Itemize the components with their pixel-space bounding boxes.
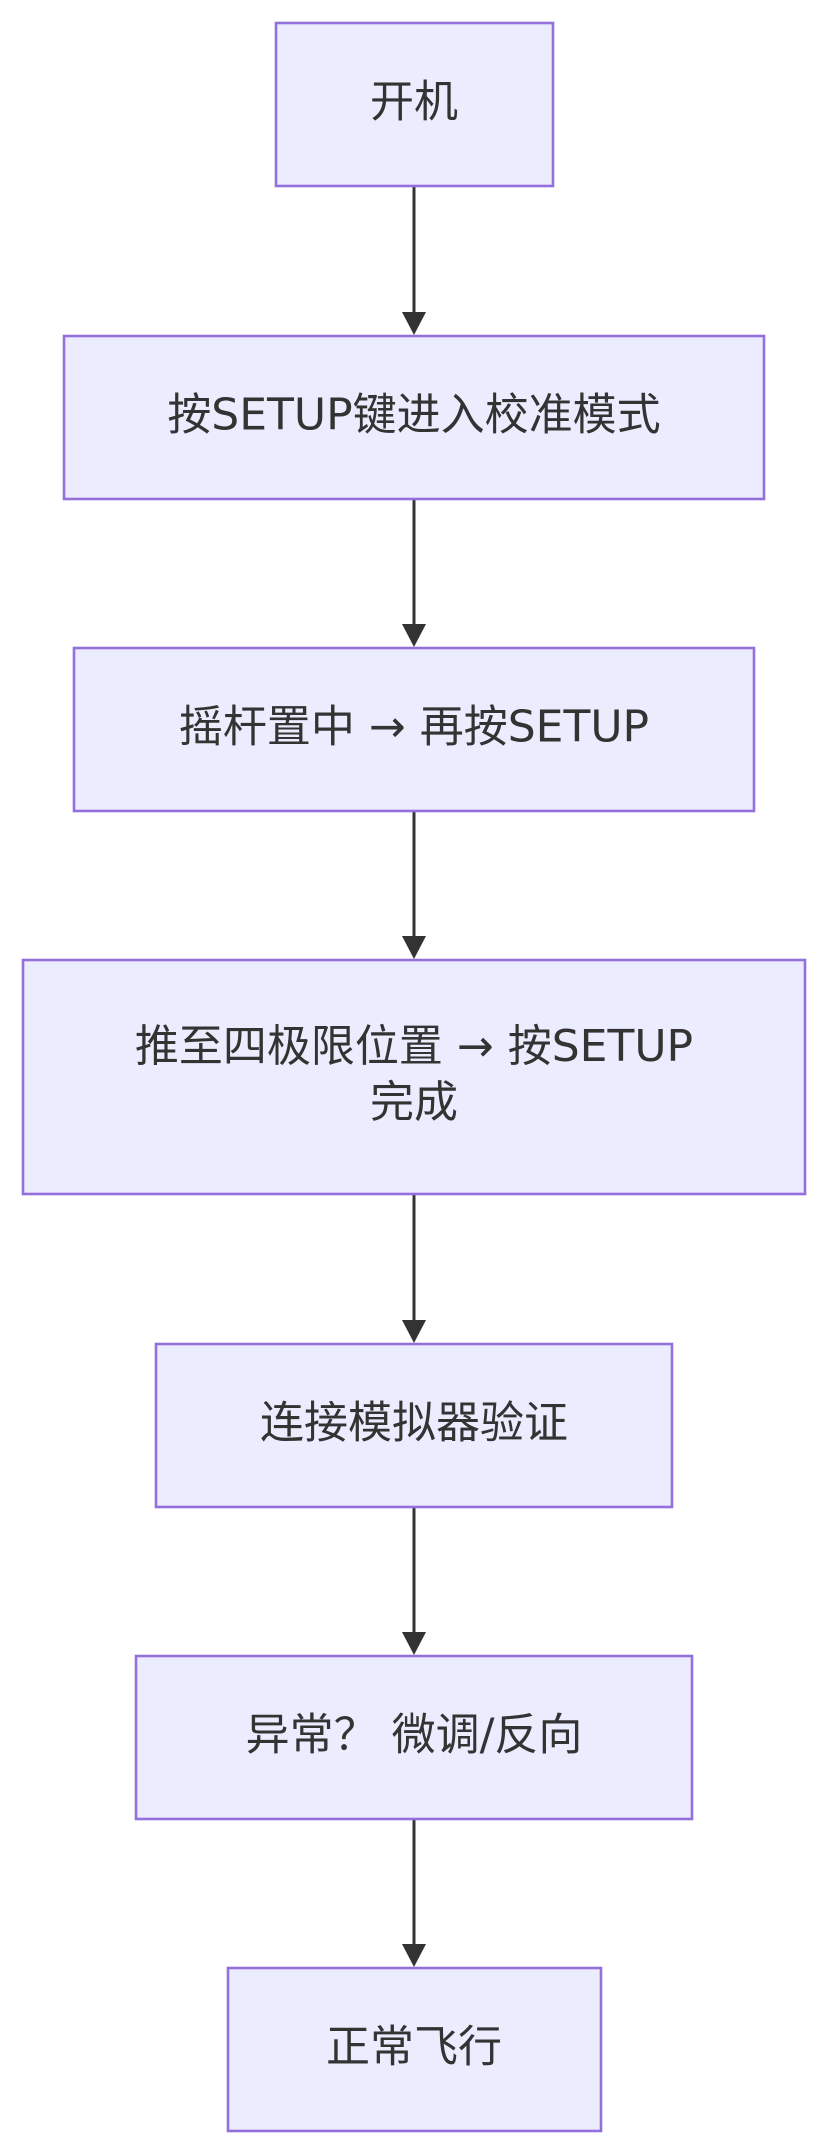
arrowhead-icon	[402, 1320, 426, 1343]
node-enter-calibration: 按SETUP键进入校准模式	[62, 334, 766, 501]
node-center-sticks: 摇杆置中 → 再按SETUP	[72, 646, 756, 813]
edge-adjust-reverse-to-normal-flight	[402, 1819, 426, 1967]
node-label: 正常飞行	[326, 2022, 502, 2073]
arrowhead-icon	[402, 624, 426, 647]
node-box	[62, 334, 766, 501]
node-label: 异常？ 微调/反向	[246, 1710, 583, 1761]
node-box	[226, 1966, 603, 2133]
node-power-on: 开机	[274, 21, 555, 188]
edge-verify-simulator-to-adjust-reverse	[402, 1507, 426, 1655]
edge-push-extremes-to-verify-simulator	[402, 1194, 426, 1343]
node-box	[274, 21, 555, 188]
arrowhead-icon	[402, 1632, 426, 1655]
edges-layer	[402, 186, 426, 1967]
edge-center-sticks-to-push-extremes	[402, 811, 426, 959]
node-label: 推至四极限位置 → 按SETUP	[135, 1021, 693, 1072]
arrowhead-icon	[402, 936, 426, 959]
arrowhead-icon	[402, 1944, 426, 1967]
node-normal-flight: 正常飞行	[226, 1966, 603, 2133]
node-label: 摇杆置中 → 再按SETUP	[179, 702, 649, 753]
node-box	[72, 646, 756, 813]
node-label: 开机	[370, 77, 458, 128]
edge-enter-calibration-to-center-sticks	[402, 499, 426, 647]
node-box	[134, 1654, 694, 1821]
edge-power-on-to-enter-calibration	[402, 186, 426, 335]
node-label: 按SETUP键进入校准模式	[167, 390, 660, 441]
node-label: 完成	[370, 1077, 458, 1128]
node-verify-simulator: 连接模拟器验证	[154, 1342, 674, 1509]
arrowhead-icon	[402, 312, 426, 335]
node-adjust-reverse: 异常？ 微调/反向	[134, 1654, 694, 1821]
node-label: 连接模拟器验证	[260, 1398, 568, 1449]
node-box	[154, 1342, 674, 1509]
node-box	[21, 958, 807, 1196]
